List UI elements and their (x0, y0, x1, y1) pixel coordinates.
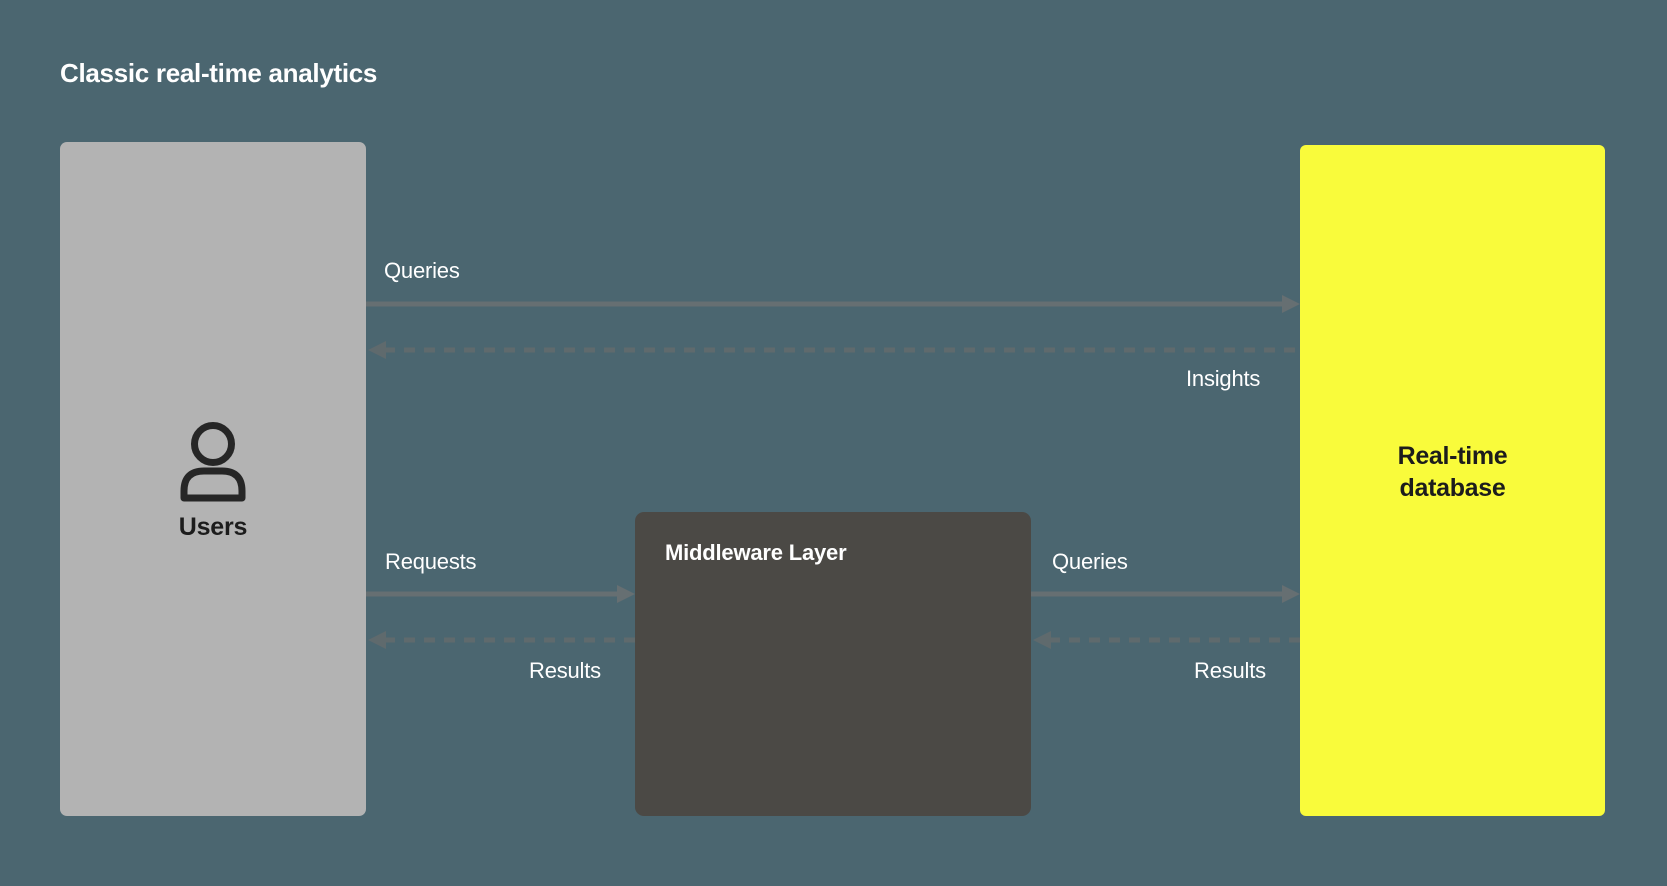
node-users-content: Users (60, 419, 366, 542)
edge-label-results-left: Results (529, 658, 601, 683)
edge-requests (366, 583, 635, 605)
node-middleware: Middleware Layer (635, 512, 1031, 816)
edge-queries-right (1031, 583, 1300, 605)
edge-label-requests: Requests (385, 549, 477, 574)
node-users: Users (60, 142, 366, 816)
edge-label-insights: Insights (1186, 366, 1261, 391)
node-database: Real-time database (1300, 145, 1605, 816)
user-icon (176, 419, 250, 503)
node-database-label: Real-time database (1397, 441, 1508, 502)
page-title: Classic real-time analytics (60, 58, 378, 88)
edge-results-left (366, 629, 635, 651)
node-users-label: Users (178, 513, 248, 541)
edge-queries-top (366, 293, 1300, 315)
edge-label-queries-top: Queries (384, 258, 460, 283)
edge-results-right (1031, 629, 1300, 651)
node-middleware-label: Middleware Layer (665, 540, 847, 565)
edge-label-results-right: Results (1194, 658, 1266, 683)
edge-insights (366, 339, 1300, 361)
edge-label-queries-right: Queries (1052, 549, 1128, 574)
